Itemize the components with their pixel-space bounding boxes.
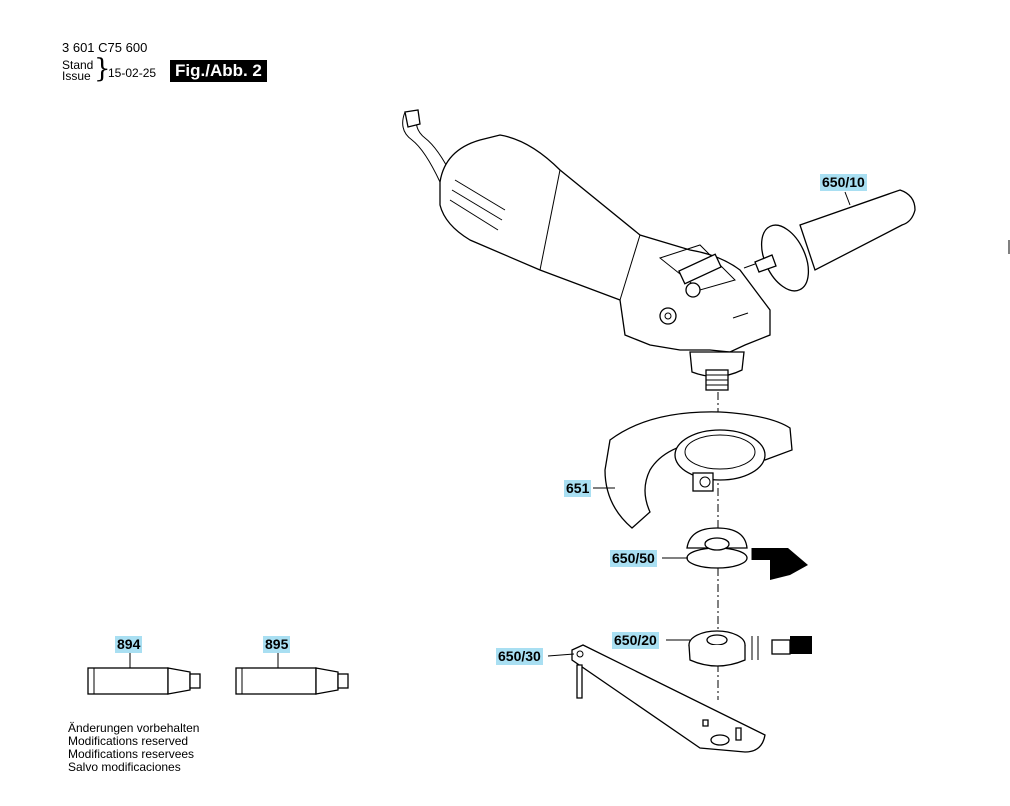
label-650-10: 650/10 (820, 174, 867, 191)
leader-lines (129, 191, 851, 668)
note-french: Modifications reservees (68, 747, 195, 761)
label-650-50: 650/50 (610, 550, 657, 567)
label-650-30: 650/30 (496, 648, 543, 665)
spindle (689, 351, 745, 391)
stand-issue-label: Stand Issue (62, 58, 94, 83)
grinder-body (439, 134, 771, 353)
stand-label: Stand (62, 58, 94, 72)
modification-notes: Änderungen vorbehalten Modifications res… (68, 722, 199, 774)
auxiliary-handle (743, 189, 916, 292)
label-650-20: 650/20 (612, 632, 659, 649)
note-english: Modifications reserved (68, 734, 189, 748)
part-number: 3 601 C75 600 (62, 40, 148, 55)
brace-symbol: } (94, 54, 111, 84)
note-spanish: Salvo modificaciones (68, 760, 181, 774)
label-895: 895 (263, 636, 291, 653)
grease-tube-894 (87, 667, 201, 695)
label-651: 651 (564, 480, 592, 497)
spanner (571, 644, 766, 753)
figure-label: Fig./Abb. 2 (170, 60, 267, 82)
mounting-flange (688, 630, 812, 667)
power-cord (402, 109, 453, 183)
note-german: Änderungen vorbehalten (68, 721, 200, 735)
label-894: 894 (115, 636, 143, 653)
grease-tube-895 (235, 667, 349, 695)
issue-label: Issue (62, 69, 91, 83)
flange-nut (686, 527, 808, 580)
issue-date: 15-02-25 (108, 66, 157, 80)
guard (604, 411, 793, 529)
